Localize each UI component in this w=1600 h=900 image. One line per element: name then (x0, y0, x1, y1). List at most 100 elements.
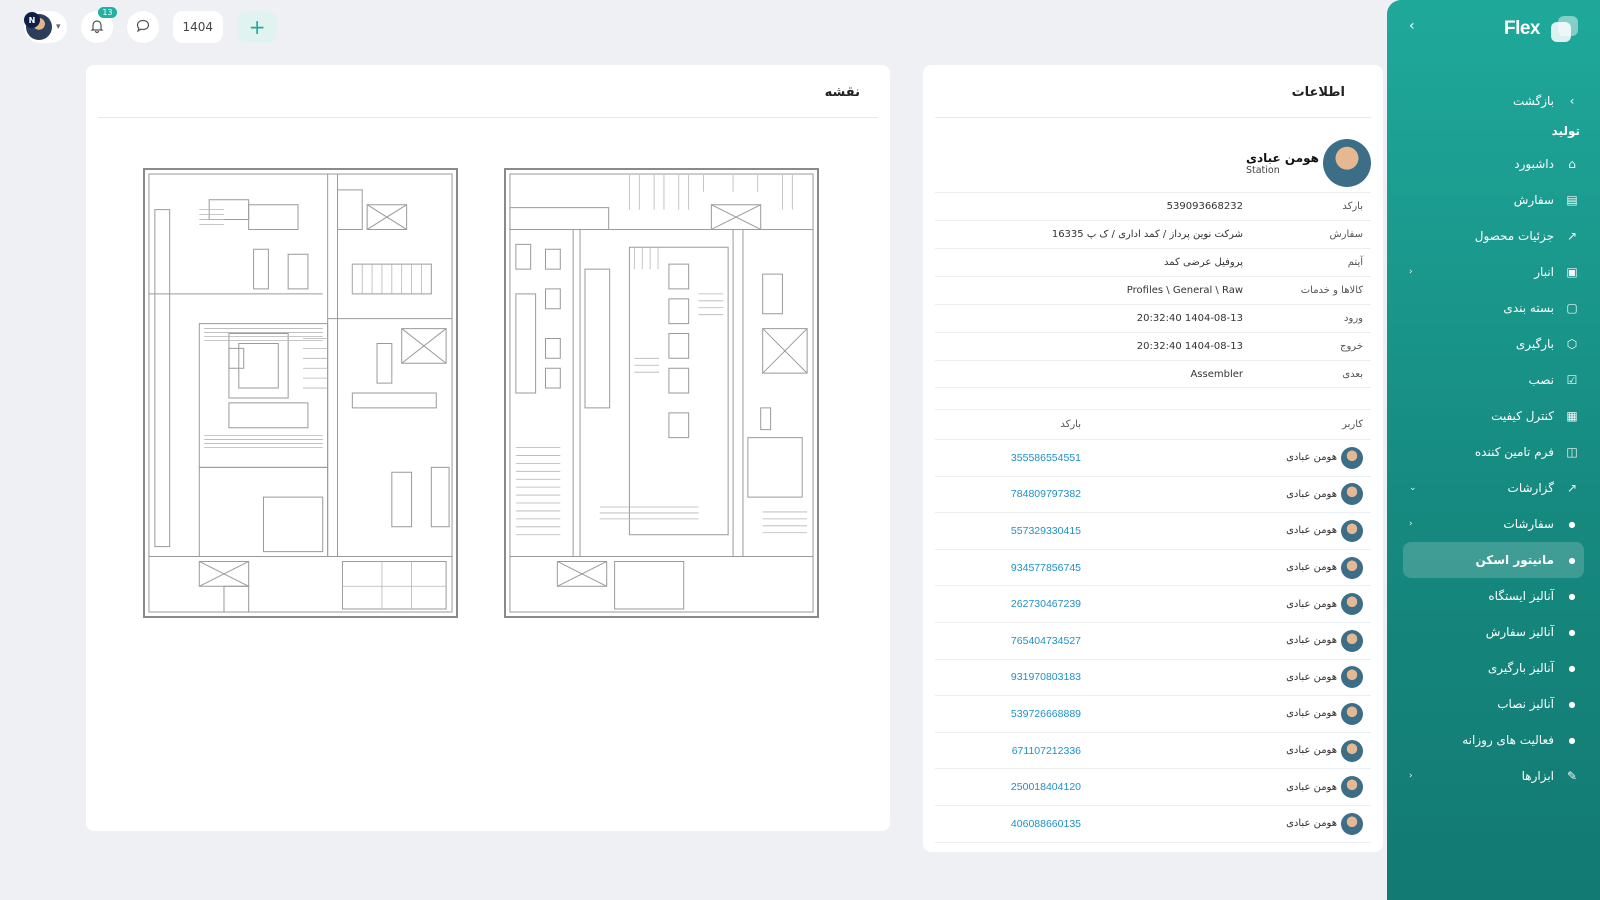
bullet-icon: ● (1568, 663, 1576, 673)
bullet-icon: ● (1568, 699, 1576, 709)
barcode-link[interactable]: 934577856745 (1010, 561, 1081, 574)
sidebar-item-install[interactable]: ☑ نصب (1387, 362, 1600, 398)
sidebar-item-supplier-form[interactable]: ◫ فرم تامین کننده (1387, 434, 1600, 470)
sidebar-item-tools[interactable]: ✎ ابزارها ‹ (1387, 758, 1600, 794)
detail-value: 1404-08-13 20:32:40 (1136, 313, 1243, 324)
table-row[interactable]: هومن عبادی 671107212336 (935, 733, 1371, 770)
user-avatar (1341, 593, 1363, 616)
sidebar-subitem-installer-analysis[interactable]: ● آنالیز نصاب (1387, 686, 1600, 722)
sidebar-item-order[interactable]: ▤ سفارش (1387, 182, 1600, 218)
table-row[interactable]: هومن عبادی 934577856745 (935, 550, 1371, 587)
barcode-link[interactable]: 784809797382 (1010, 488, 1081, 501)
avatar[interactable]: N (24, 12, 52, 40)
barcode-link[interactable]: 262730467239 (1010, 598, 1081, 611)
sidebar-item-back[interactable]: › بازگشت (1387, 86, 1600, 116)
sidebar-subitem-daily-activities[interactable]: ● فعالیت های روزانه (1387, 722, 1600, 758)
floor-plan-right[interactable] (504, 168, 819, 618)
table-row[interactable]: هومن عبادی 262730467239 (935, 586, 1371, 623)
sidebar-item-label: بازگشت (1513, 94, 1554, 108)
user-name: هومن عبادی (1286, 562, 1337, 574)
chevron-left-icon: ‹ (1409, 519, 1413, 529)
user-cell: هومن عبادی (1181, 739, 1371, 762)
user-cell: هومن عبادی (1181, 483, 1371, 506)
user-profile: هومن عبادی Station (1246, 139, 1371, 187)
sidebar-subitem-order-analysis[interactable]: ● آنالیز سفارش (1387, 614, 1600, 650)
table-row[interactable]: هومن عبادی 557329330415 (935, 513, 1371, 550)
sidebar-item-reports[interactable]: ↗ گزارشات ⌄ (1387, 470, 1600, 506)
sidebar-item-product-details[interactable]: ↗ جزئیات محصول (1387, 218, 1600, 254)
sidebar: ‹ Flex › بازگشت تولید ⌂ داشبورد ▤ سفارش … (1387, 0, 1600, 900)
floor-plan-left[interactable] (143, 168, 458, 618)
sidebar-subitem-scan-monitor[interactable]: ● مانیتور اسکن (1403, 542, 1584, 578)
table-row[interactable]: هومن عبادی 406088660135 (935, 806, 1371, 843)
chat-button[interactable] (126, 11, 159, 43)
chevron-left-icon: ‹ (1409, 771, 1413, 781)
table-row[interactable]: هومن عبادی 765404734527 (935, 623, 1371, 660)
user-name: هومن عبادی (1286, 488, 1337, 500)
info-panel: اطلاعات هومن عبادی Station بارکد 5390936… (923, 65, 1383, 852)
barcode-link[interactable]: 355586554551 (1010, 451, 1081, 464)
notifications-button[interactable]: 13 (80, 7, 117, 43)
column-header-barcode[interactable]: بارکد (1060, 419, 1081, 430)
sidebar-subitem-orders[interactable]: ● سفارشات ‹ (1387, 506, 1600, 542)
barcode-link[interactable]: 671107212336 (1011, 744, 1081, 757)
user-name: هومن عبادی (1286, 745, 1337, 757)
sidebar-item-label: آنالیز نصاب (1497, 697, 1554, 711)
user-cell: هومن عبادی (1181, 702, 1371, 725)
barcode-link[interactable]: 250018404120 (1010, 781, 1081, 794)
sidebar-item-packaging[interactable]: ▢ بسته بندی (1387, 290, 1600, 326)
barcode-link[interactable]: 539726668889 (1010, 707, 1081, 720)
year-selector[interactable]: 1404 (172, 11, 224, 43)
add-button[interactable]: + (237, 11, 278, 43)
sidebar-subitem-station-analysis[interactable]: ● آنالیز ایستگاه (1387, 578, 1600, 614)
detail-row-entry: ورود 1404-08-13 20:32:40 (935, 304, 1371, 332)
table-row[interactable]: هومن عبادی 784809797382 (935, 477, 1371, 514)
bullet-icon: ● (1568, 591, 1576, 601)
warehouse-icon: ▣ (1566, 265, 1578, 279)
divider (935, 117, 1371, 118)
detail-row-order: سفارش شرکت نوین پرداز / کمد اداری / ک پ … (935, 220, 1371, 248)
user-cell: هومن عبادی (1181, 666, 1371, 689)
detail-key: خروج (1340, 341, 1363, 352)
sidebar-item-label: گزارشات (1507, 481, 1554, 495)
table-row[interactable]: هومن عبادی 250018404120 (935, 769, 1371, 806)
sidebar-item-quality-control[interactable]: ▦ کنترل کیفیت (1387, 398, 1600, 434)
detail-key: سفارش (1329, 229, 1363, 240)
detail-key: بارکد (1342, 201, 1363, 212)
sidebar-item-loading[interactable]: ⬡ بارگیری (1387, 326, 1600, 362)
barcode-link[interactable]: 406088660135 (1010, 817, 1081, 830)
sidebar-item-label: سفارش (1513, 193, 1554, 207)
floor-plan-drawing (145, 170, 456, 616)
user-avatar (1341, 776, 1363, 799)
barcode-link[interactable]: 765404734527 (1010, 634, 1081, 647)
top-bar: N ▾ 13 1404 + (24, 7, 278, 43)
sidebar-item-warehouse[interactable]: ▣ انبار ‹ (1387, 254, 1600, 290)
quality-icon: ▦ (1566, 409, 1578, 423)
user-avatar (1341, 812, 1363, 835)
report-icon: ↗ (1566, 481, 1578, 495)
chevron-left-icon: ‹ (1409, 267, 1413, 277)
user-cell: هومن عبادی (1181, 556, 1371, 579)
floor-plan-drawing (506, 170, 817, 616)
column-header-user[interactable]: کاربر (1342, 419, 1363, 430)
table-row[interactable]: هومن عبادی 355586554551 (935, 440, 1371, 477)
table-row[interactable]: هومن عبادی 539726668889 (935, 696, 1371, 733)
box-icon: ⬡ (1566, 337, 1578, 351)
brand[interactable]: Flex (1504, 14, 1578, 44)
brand-name: Flex (1503, 18, 1541, 39)
table-row[interactable]: هومن عبادی 931970803183 (935, 660, 1371, 697)
barcode-link[interactable]: 931970803183 (1010, 671, 1081, 684)
user-menu[interactable]: N ▾ (24, 11, 67, 43)
details-list: بارکد 539093668232 سفارش شرکت نوین پرداز… (935, 192, 1371, 388)
sidebar-item-label: بارگیری (1515, 337, 1554, 351)
sidebar-section-label: تولید (1551, 124, 1580, 138)
sidebar-item-dashboard[interactable]: ⌂ داشبورد (1387, 146, 1600, 182)
sidebar-item-label: ابزارها (1521, 769, 1554, 783)
chevron-down-icon[interactable]: ▾ (56, 22, 61, 32)
profile-name: هومن عبادی (1245, 150, 1319, 165)
chevron-left-icon[interactable]: ‹ (1409, 18, 1415, 34)
chat-icon (135, 18, 151, 37)
user-avatar (1341, 702, 1363, 725)
barcode-link[interactable]: 557329330415 (1010, 524, 1081, 537)
sidebar-subitem-loading-analysis[interactable]: ● آنالیز بارگیری (1387, 650, 1600, 686)
